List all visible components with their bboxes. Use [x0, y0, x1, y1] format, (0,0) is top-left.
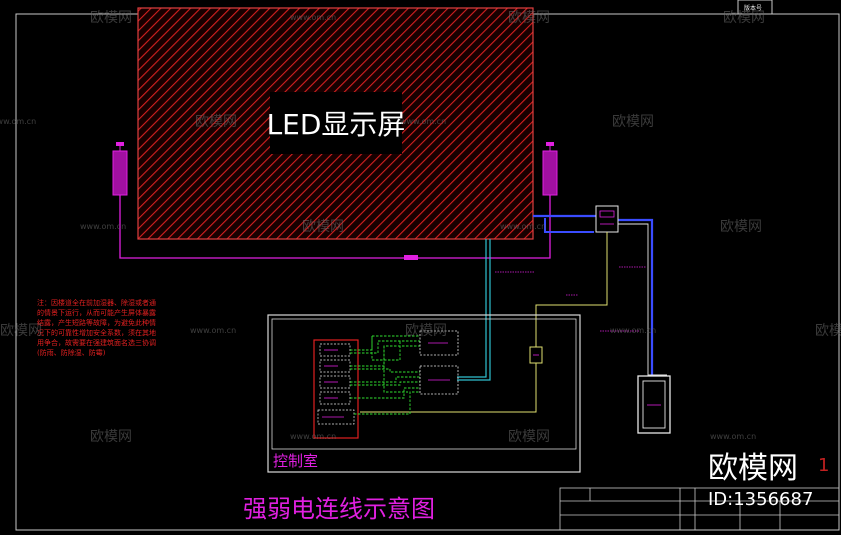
watermark-domain-layer: www.om.cn www.om.cn www.om.cn www.om.cn …: [0, 13, 756, 441]
watermark-logo-5: 欧模网: [612, 114, 654, 130]
watermark-logo-7: 欧模网: [720, 219, 762, 235]
magenta-power-loop: [119, 195, 551, 259]
right-power-box-cap: [546, 142, 554, 146]
note-line-6: (防雨、防除湿、防霉): [37, 348, 106, 357]
watermark-layer: 欧模网 欧模网 欧模网 欧模网 欧模网 欧模网 欧模网 欧模网 欧模网 欧模网 …: [0, 10, 841, 445]
equipment-rack: [313, 339, 359, 439]
watermark-logo-9: 欧模网: [405, 323, 447, 339]
right-power-box: [542, 150, 558, 196]
white-cable-right: [618, 223, 667, 376]
watermark-id: ID:1356687: [708, 489, 813, 510]
device-box-upper: [419, 330, 459, 356]
note-line-4: 况下的可靠性增加安全系数，须在其地: [37, 328, 156, 337]
device-box-lower: [419, 365, 459, 395]
yellow-signal-cable: [360, 232, 608, 413]
watermark-logo-1: 欧模网: [90, 10, 132, 26]
note-line-5: 用争合，故需要在强建筑面名选三协调: [37, 338, 156, 347]
title-block-top-tag: 版本号: [744, 4, 762, 12]
watermark-logo-10: 欧模网: [815, 323, 841, 339]
control-room-outer: [267, 314, 581, 473]
green-signal-wiring: [350, 335, 420, 415]
watermark-domain-5: www.om.cn: [500, 222, 546, 231]
watermark-logo-large: 欧模网: [708, 451, 798, 486]
junction-box-inner: [599, 210, 615, 218]
magenta-loop-tag: [404, 255, 418, 260]
watermark-logo-11: 欧模网: [90, 429, 132, 445]
note-block: 注：因楼道全在前加湿器、除湿或者通 的情景下运行，从而可能产生屏体暴露 结露，产…: [37, 298, 156, 357]
note-line-3: 结露，产生短路等故障，为避免此种情: [37, 318, 156, 327]
watermark-domain-3: www.om.cn: [400, 117, 446, 126]
title-block-top-tag-box: [737, 0, 773, 15]
cyan-data-cable-1: [457, 239, 491, 381]
watermark-domain-7: www.om.cn: [610, 326, 656, 335]
watermark-domain-1: www.om.cn: [290, 13, 336, 22]
control-room-inner: [271, 318, 577, 450]
watermark-domain-2: www.om.cn: [0, 117, 36, 126]
watermark-domain-4: www.om.cn: [80, 222, 126, 231]
watermark-red-fragment: 1: [818, 455, 829, 476]
blue-cable-right: [618, 218, 667, 380]
diagram-title: 强弱电连线示意图: [243, 495, 435, 523]
title-block: [559, 487, 840, 531]
left-power-box-cap: [116, 142, 124, 146]
watermark-domain-8: www.om.cn: [290, 432, 336, 441]
watermark-domain-9: www.om.cn: [710, 432, 756, 441]
cyan-data-cable-2: [457, 239, 487, 378]
rack-unit-5: [317, 409, 355, 425]
note-line-2: 的情景下运行，从而可能产生屏体暴露: [37, 308, 156, 317]
distribution-cabinet-inner: [642, 380, 666, 429]
watermark-logo-8: 欧模网: [0, 323, 42, 339]
watermark-domain-6: www.om.cn: [190, 326, 236, 335]
left-power-box: [112, 150, 128, 196]
blue-cable-lower: [544, 218, 594, 233]
watermark-logo-2: 欧模网: [508, 10, 550, 26]
watermark-logo-6: 欧模网: [302, 219, 344, 235]
led-screen-label-bg: [270, 92, 402, 154]
watermark-logo-3: 欧模网: [723, 10, 765, 26]
watermark-logo-12: 欧模网: [508, 429, 550, 445]
junction-box: [595, 205, 619, 233]
control-room-label: 控制室: [273, 452, 318, 470]
watermark-logo-4: 欧模网: [195, 114, 237, 130]
led-screen-label: LED显示屏: [267, 108, 406, 141]
note-line-1: 注：因楼道全在前加湿器、除湿或者通: [37, 298, 156, 307]
